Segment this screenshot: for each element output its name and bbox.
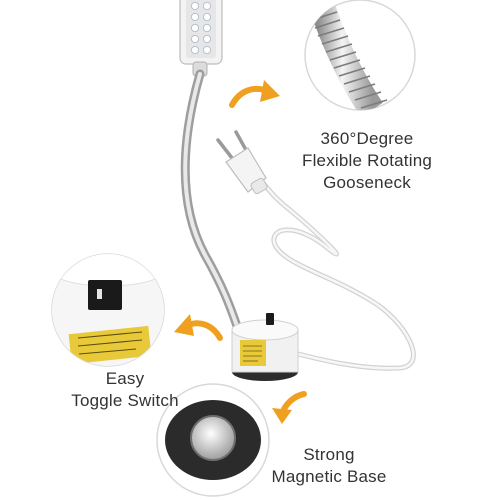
gooseneck-zoom-circle xyxy=(304,0,416,111)
switch-caption-line-1: Easy xyxy=(105,369,145,388)
arrow-icon-base xyxy=(272,391,307,424)
switch-caption: Easy Toggle Switch xyxy=(60,368,190,412)
base-caption-line-2: Magnetic Base xyxy=(271,467,387,486)
arrow-icon-switch xyxy=(174,314,223,341)
gooseneck-caption-line-1: 360°Degree xyxy=(320,129,414,148)
toggle-switch-icon xyxy=(88,280,122,310)
led-head xyxy=(179,0,223,77)
gooseneck-tube xyxy=(180,69,245,340)
power-plug xyxy=(216,130,268,195)
base-caption: Strong Magnetic Base xyxy=(264,444,394,488)
gooseneck-caption-line-2: Flexible Rotating xyxy=(301,151,433,170)
magnet-zoom-circle xyxy=(156,383,270,497)
gooseneck-caption: 360°Degree Flexible Rotating Gooseneck xyxy=(282,128,452,194)
arrow-icon-gooseneck xyxy=(229,80,280,108)
gooseneck-caption-line-3: Gooseneck xyxy=(323,173,411,192)
switch-zoom-circle xyxy=(51,253,165,367)
base-caption-line-1: Strong xyxy=(303,445,355,464)
switch-caption-line-2: Toggle Switch xyxy=(71,391,179,410)
base-unit xyxy=(231,313,299,381)
